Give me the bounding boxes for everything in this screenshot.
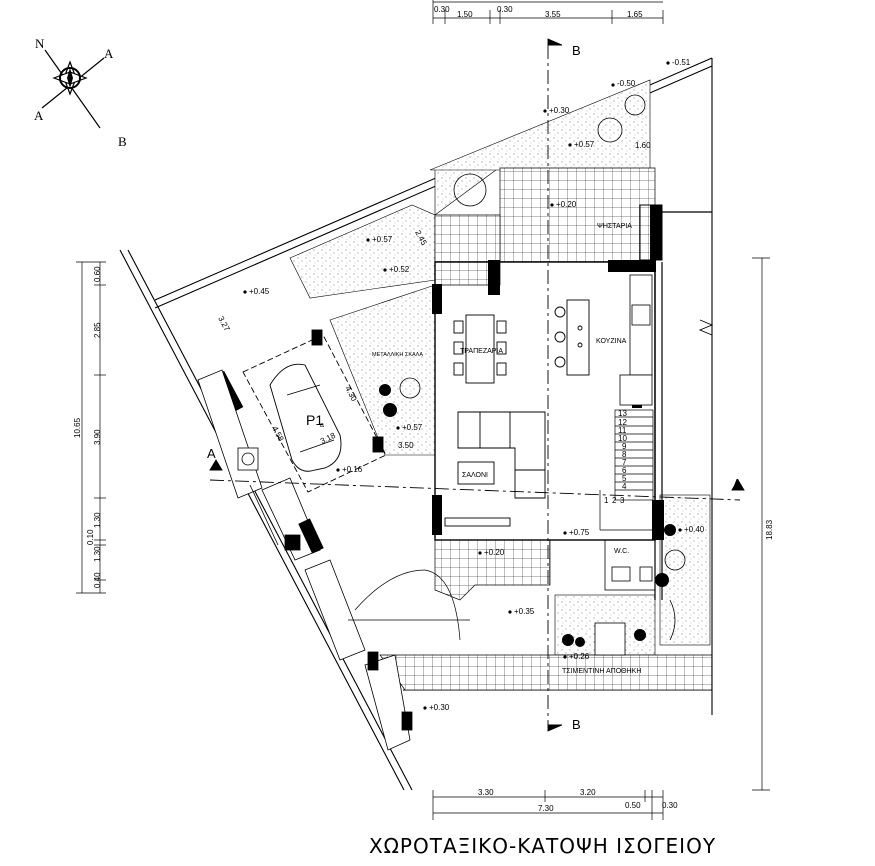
dim-bottom-1: 3.30 [478, 788, 494, 797]
dim-left-7: 1.30 [93, 546, 102, 562]
compass-east-label: A [104, 46, 114, 61]
dim-left-8: 0.40 [93, 572, 102, 588]
dim-misc-1: 3.27 [216, 315, 232, 333]
room-label-storage: ΤΣΙΜΕΝΤΙΝΗ ΑΠΟΘΗΚΗ [562, 668, 641, 675]
drawing-caption: ΧΩΡΟΤΑΞΙΚΟ-ΚΑΤΟΨΗ ΙΣΟΓΕΙΟΥ [0, 834, 875, 858]
level-13: +0.35 [514, 607, 535, 616]
dim-left-1: 0.60 [93, 266, 102, 282]
stair-step-3: 3 [620, 496, 625, 505]
level-5: +0.20 [556, 200, 577, 209]
stair-step-13: 13 [618, 409, 627, 418]
level-16: +0.30 [429, 703, 450, 712]
dim-bottom-2: 3.20 [580, 788, 596, 797]
dim-left-3: 10.65 [73, 417, 82, 438]
top-dimensions [432, 0, 664, 24]
dim-top-3: 1.50 [457, 10, 473, 19]
level-3: +0.30 [549, 106, 570, 115]
dim-left-4: 3.90 [93, 429, 102, 445]
dim-top-4: 3.55 [545, 10, 561, 19]
stair-step-5: 5 [622, 474, 627, 483]
stair-step-2: 2 [612, 496, 617, 505]
section-lines [209, 38, 745, 732]
room-label-grill: ΨΗΣΤΑΡΙΑ [597, 223, 632, 230]
level-7: +0.52 [389, 265, 410, 274]
left-dimensions [76, 261, 106, 594]
kitchen-island [554, 299, 590, 376]
dim-bottom-5: 0.30 [662, 801, 678, 810]
dim-left-2: 2.85 [93, 322, 102, 338]
room-label-living: ΣΑΛΟΝΙ [462, 472, 488, 479]
section-b-bottom-label: B [572, 717, 581, 732]
drawing-caption-text: ΧΩΡΟΤΑΞΙΚΟ-ΚΑΤΟΨΗ ΙΣΟΓΕΙΟΥ [368, 834, 717, 858]
right-dimensions [752, 257, 770, 791]
level-9: +0.57 [402, 423, 423, 432]
level-15: +0.26 [569, 652, 590, 661]
level-2: -0.50 [617, 79, 636, 88]
garden-plants [379, 384, 676, 647]
storage-room [594, 622, 626, 656]
dim-misc-2: 4.30 [343, 385, 359, 403]
stair-step-4: 4 [622, 482, 627, 491]
dim-bottom-4: 0.50 [625, 801, 641, 810]
level-14: +0.40 [684, 525, 705, 534]
level-10: +0.16 [342, 465, 363, 474]
compass-west-label: A [34, 108, 44, 123]
dim-right-total: 18.83 [765, 519, 774, 540]
section-a-left-label: A [207, 446, 216, 461]
compass-rose: N A A B [34, 36, 127, 149]
stair-step-1: 1 [604, 496, 609, 505]
planter-label: ΜΕΤΑΛΛΙΚΗ ΣΚΑΛΑ [372, 352, 423, 358]
garden-shrubs [399, 94, 686, 641]
tiled-terraces [379, 167, 713, 691]
stair-step-12: 12 [618, 418, 627, 427]
staircase [599, 409, 654, 531]
entrance-ramp [197, 369, 413, 751]
section-b-top-label: B [572, 43, 581, 58]
dim-top-1: 0.30 [434, 5, 450, 14]
living-sofa [444, 411, 546, 527]
kitchen-counter [619, 274, 653, 406]
dim-left-5: 1.30 [93, 512, 102, 528]
level-6: +0.57 [372, 235, 393, 244]
stair-step-8: 8 [622, 450, 627, 459]
room-label-wc: W.C. [614, 548, 629, 555]
dining-table [453, 314, 507, 384]
room-label-kitchen: ΚΟΥΖΙΝΑ [596, 338, 627, 345]
stair-step-10: 10 [618, 434, 627, 443]
section-a-right-label: A [733, 476, 742, 491]
level-1: -0.51 [672, 58, 691, 67]
wc-room [604, 539, 656, 591]
level-4: +0.57 [574, 140, 595, 149]
stair-step-7: 7 [622, 458, 627, 467]
dim-misc-5: 3.50 [398, 441, 414, 450]
level-12: +0.20 [484, 548, 505, 557]
stair-step-6: 6 [622, 466, 627, 475]
level-11: +0.75 [569, 528, 590, 537]
dim-bottom-3: 7.30 [538, 804, 554, 813]
compass-north-label: N [35, 36, 45, 51]
dim-misc-7: 1.60 [635, 141, 651, 150]
level-8: +0.45 [249, 287, 270, 296]
level-markers [243, 61, 682, 710]
dim-left-6: 0.10 [86, 529, 95, 545]
entrance-gate [348, 569, 470, 641]
stair-step-9: 9 [622, 442, 627, 451]
dim-top-2: 0.30 [497, 5, 513, 14]
dim-top-5: 1.65 [627, 10, 643, 19]
stair-step-11: 11 [618, 426, 627, 435]
parking-label: P1 [306, 412, 323, 428]
bottom-dimensions [432, 790, 664, 820]
room-label-dining: ΤΡΑΠΕΖΑΡΙΑ [460, 348, 503, 355]
parking-label-sub: a [320, 422, 324, 429]
compass-south-label: B [118, 134, 127, 149]
